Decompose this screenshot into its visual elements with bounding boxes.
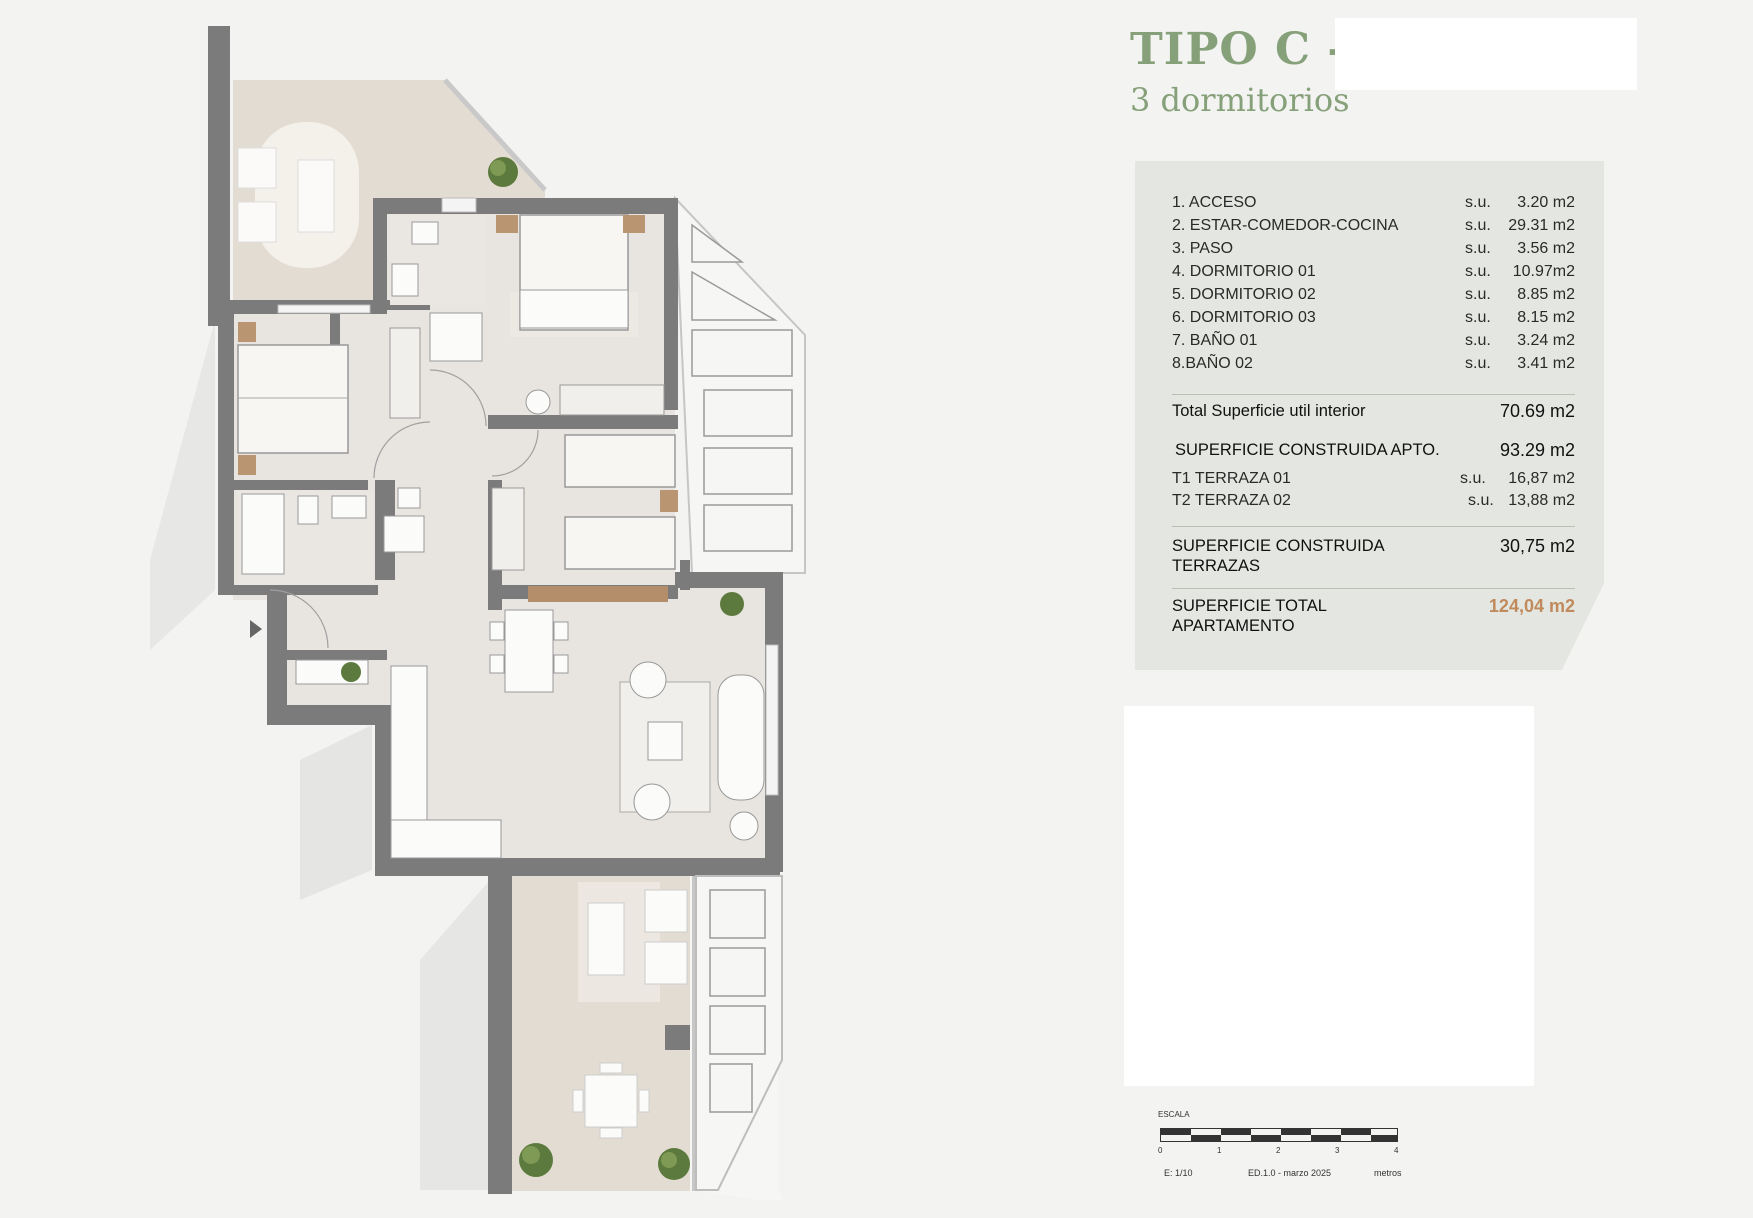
- area-value: 8.15 m2: [1517, 309, 1575, 326]
- area-label: 4. DORMITORIO 01: [1172, 263, 1316, 280]
- terrace-value: 13,88 m2: [1508, 492, 1575, 509]
- construida-terrazas-label: SUPERFICIE CONSTRUIDA TERRAZAS: [1172, 536, 1385, 576]
- edition-label: ED.1.0 - marzo 2025: [1248, 1168, 1332, 1178]
- area-label: 6. DORMITORIO 03: [1172, 309, 1316, 326]
- total-util-label: Total Superficie util interior: [1172, 402, 1366, 420]
- area-value: 3.20 m2: [1517, 194, 1575, 211]
- area-su: s.u.: [1465, 240, 1491, 257]
- total-apartamento-label-line2: APARTAMENTO: [1172, 617, 1295, 635]
- scale-ratio: E: 1/10: [1164, 1168, 1193, 1178]
- plan-title: TIPO C -: [1130, 24, 1347, 75]
- area-label: 8.BAÑO 02: [1172, 355, 1253, 372]
- divider: [1172, 526, 1575, 527]
- construida-terrazas-label-line1: SUPERFICIE CONSTRUIDA: [1172, 537, 1385, 555]
- area-su: s.u.: [1465, 194, 1491, 211]
- plan-subtitle: 3 dormitorios: [1130, 81, 1350, 119]
- area-value: 10.97m2: [1512, 263, 1575, 280]
- scale-tick: 2: [1276, 1146, 1281, 1155]
- scale-tick: 0: [1158, 1146, 1163, 1155]
- area-su: s.u.: [1465, 263, 1491, 280]
- divider: [1172, 394, 1575, 395]
- scale-label: ESCALA: [1158, 1110, 1190, 1119]
- area-label: 3. PASO: [1172, 240, 1234, 257]
- area-label: 2. ESTAR-COMEDOR-COCINA: [1172, 217, 1399, 234]
- construida-terrazas-value: 30,75 m2: [1499, 536, 1575, 556]
- area-value: 29.31 m2: [1508, 217, 1575, 234]
- entrance: [250, 620, 369, 685]
- scale-tick: 3: [1335, 1146, 1340, 1155]
- divider: [1172, 588, 1575, 589]
- scale-bar: ESCALA 0 1 2 3 4 E: 1/10 ED.1.0 - marzo …: [1158, 1110, 1408, 1180]
- area-label: 5. DORMITORIO 02: [1172, 286, 1316, 303]
- area-value: 3.56 m2: [1517, 240, 1575, 257]
- terrace-02: [488, 875, 783, 1200]
- living-dining-kitchen: [390, 592, 779, 859]
- total-apartamento-value: 124,04 m2: [1488, 596, 1575, 616]
- area-value: 8.85 m2: [1517, 286, 1575, 303]
- bedroom-03: [491, 434, 678, 602]
- image-placeholder-box: [1124, 706, 1534, 1086]
- area-su: s.u.: [1465, 217, 1491, 234]
- total-apartamento-label-line1: SUPERFICIE TOTAL: [1172, 597, 1327, 615]
- terrace-su: s.u.: [1468, 492, 1494, 509]
- terrace-label: T2 TERRAZA 02: [1172, 492, 1291, 509]
- title-placeholder-box: [1335, 18, 1637, 90]
- area-su: s.u.: [1465, 355, 1491, 372]
- bathroom-01: [390, 197, 485, 362]
- area-su: s.u.: [1465, 309, 1491, 326]
- total-apartamento-label: SUPERFICIE TOTAL APARTAMENTO: [1172, 596, 1327, 636]
- area-su: s.u.: [1465, 332, 1491, 349]
- total-util-value: 70.69 m2: [1499, 401, 1575, 421]
- area-label: 1. ACCESO: [1172, 194, 1257, 211]
- scale-unit: metros: [1374, 1168, 1402, 1178]
- area-su: s.u.: [1465, 286, 1491, 303]
- terrace-label: T1 TERRAZA 01: [1172, 470, 1291, 487]
- bedroom-02: [237, 304, 421, 475]
- terrace-su: s.u.: [1460, 470, 1486, 487]
- construida-terrazas-label-line2: TERRAZAS: [1172, 557, 1261, 575]
- scale-tick: 1: [1217, 1146, 1222, 1155]
- scale-graphic: [1160, 1128, 1398, 1142]
- bathroom-02: [238, 487, 425, 585]
- construida-apto-label: SUPERFICIE CONSTRUIDA APTO.: [1175, 441, 1440, 459]
- area-value: 3.24 m2: [1517, 332, 1575, 349]
- scale-tick: 4: [1394, 1146, 1399, 1155]
- terrace-01: [233, 78, 547, 305]
- terrace-value: 16,87 m2: [1508, 470, 1575, 487]
- area-value: 3.41 m2: [1517, 355, 1575, 372]
- construida-apto-value: 93.29 m2: [1499, 440, 1575, 460]
- bedroom-01: [496, 214, 665, 416]
- areas-panel: 1. ACCESO s.u. 3.20 m2 2. ESTAR-COMEDOR-…: [1135, 161, 1604, 670]
- area-label: 7. BAÑO 01: [1172, 332, 1258, 349]
- plan-title-block: TIPO C - 3 dormitorios: [1130, 22, 1350, 122]
